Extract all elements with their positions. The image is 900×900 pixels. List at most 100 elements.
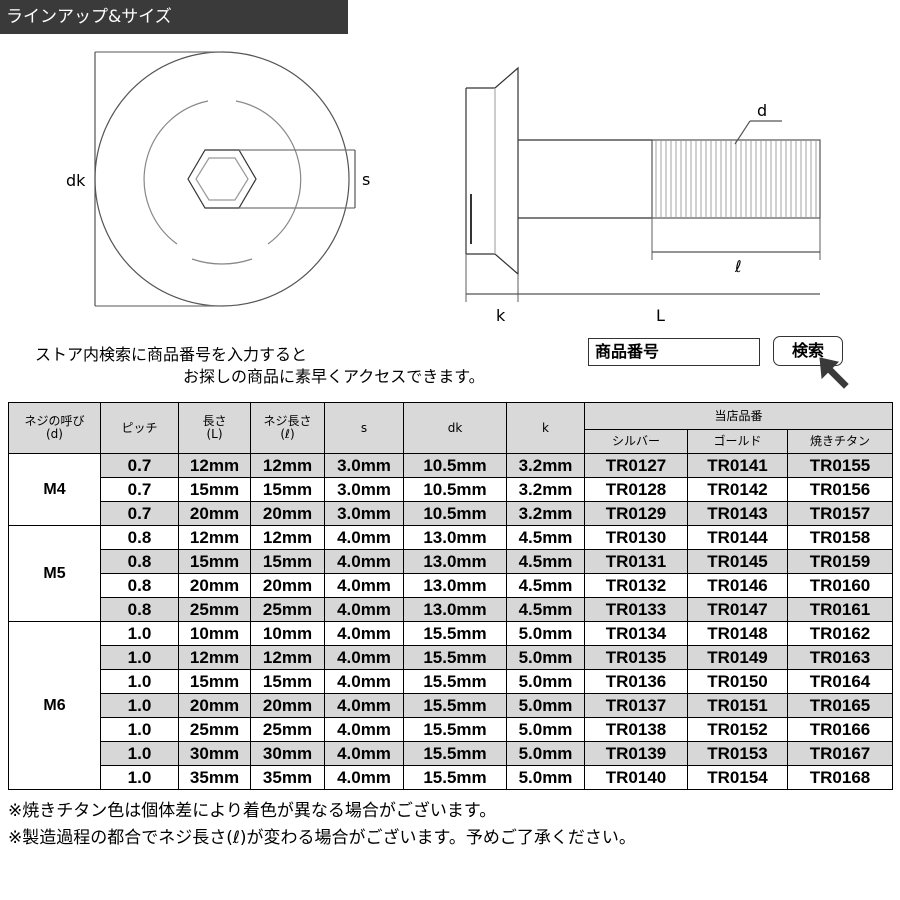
- spec-cell: 4.0mm: [324, 645, 404, 670]
- cursor-arrow-icon: [819, 357, 849, 389]
- spec-cell: 25mm: [178, 717, 251, 742]
- header-nominal: ネジの呼び(d): [8, 402, 101, 454]
- spec-cell: 5.0mm: [506, 717, 585, 742]
- label-d: d: [757, 101, 767, 120]
- header-dk: dk: [403, 402, 507, 454]
- product-number-search-input[interactable]: 商品番号: [588, 338, 760, 366]
- spec-cell: 0.7: [100, 501, 179, 526]
- spec-cell: 0.7: [100, 477, 179, 502]
- spec-cell: 15.5mm: [403, 717, 507, 742]
- spec-cell: 1.0: [100, 765, 179, 790]
- spec-cell: 13.0mm: [403, 525, 507, 550]
- product-number-cell: TR0151: [687, 693, 788, 718]
- spec-cell: 25mm: [250, 597, 325, 622]
- product-number-cell: TR0150: [687, 669, 788, 694]
- spec-cell: 35mm: [250, 765, 325, 790]
- spec-cell: 3.2mm: [506, 477, 585, 502]
- spec-cell: 10.5mm: [403, 477, 507, 502]
- spec-cell: 15mm: [178, 549, 251, 574]
- spec-cell: 1.0: [100, 645, 179, 670]
- product-number-cell: TR0146: [687, 573, 788, 598]
- label-l: ℓ: [734, 257, 742, 276]
- header-k: k: [506, 402, 585, 454]
- label-L: L: [656, 306, 665, 325]
- product-number-cell: TR0130: [584, 525, 688, 550]
- bolt-head-outer-circle: [94, 51, 350, 307]
- spec-cell: 15mm: [178, 669, 251, 694]
- spec-cell: 15.5mm: [403, 645, 507, 670]
- product-number-cell: TR0128: [584, 477, 688, 502]
- search-hint: ストア内検索に商品番号を入力すると お探しの商品に素早くアクセスできます。: [35, 344, 485, 388]
- spec-cell: 12mm: [250, 453, 325, 478]
- spec-cell: 4.5mm: [506, 573, 585, 598]
- spec-cell: 25mm: [178, 597, 251, 622]
- spec-cell: 15mm: [250, 549, 325, 574]
- section-title: ラインアップ&サイズ: [0, 0, 348, 34]
- label-dk: dk: [66, 171, 86, 190]
- spec-cell: 1.0: [100, 621, 179, 646]
- label-s: s: [362, 170, 370, 189]
- spec-cell: 15.5mm: [403, 765, 507, 790]
- spec-cell: 30mm: [250, 741, 325, 766]
- notes: ※焼きチタン色は個体差により着色が異なる場合がございます。 ※製造過程の都合でネ…: [8, 798, 636, 852]
- product-number-cell: TR0132: [584, 573, 688, 598]
- product-number-cell: TR0159: [786, 549, 894, 574]
- product-number-cell: TR0155: [786, 453, 894, 478]
- spec-cell: 15.5mm: [403, 693, 507, 718]
- spec-cell: 4.0mm: [324, 549, 404, 574]
- spec-cell: 5.0mm: [506, 765, 585, 790]
- nominal-size-cell: M6: [8, 621, 101, 790]
- spec-cell: 4.5mm: [506, 525, 585, 550]
- product-number-cell: TR0149: [687, 645, 788, 670]
- spec-cell: 20mm: [178, 693, 251, 718]
- product-number-cell: TR0168: [786, 765, 894, 790]
- product-number-cell: TR0164: [786, 669, 894, 694]
- product-number-cell: TR0160: [786, 573, 894, 598]
- search-hint-line2: お探しの商品に素早くアクセスできます。: [183, 367, 485, 386]
- spec-cell: 3.0mm: [324, 477, 404, 502]
- product-number-cell: TR0129: [584, 501, 688, 526]
- spec-cell: 5.0mm: [506, 669, 585, 694]
- spec-cell: 25mm: [250, 717, 325, 742]
- spec-cell: 13.0mm: [403, 573, 507, 598]
- spec-cell: 5.0mm: [506, 645, 585, 670]
- product-number-cell: TR0161: [786, 597, 894, 622]
- header-pitch: ピッチ: [100, 402, 179, 454]
- spec-cell: 0.7: [100, 453, 179, 478]
- spec-cell: 15.5mm: [403, 669, 507, 694]
- spec-cell: 0.8: [100, 525, 179, 550]
- product-number-cell: TR0137: [584, 693, 688, 718]
- product-number-cell: TR0138: [584, 717, 688, 742]
- product-number-cell: TR0163: [786, 645, 894, 670]
- spec-cell: 12mm: [178, 645, 251, 670]
- spec-cell: 10.5mm: [403, 453, 507, 478]
- spec-cell: 3.0mm: [324, 501, 404, 526]
- spec-cell: 3.2mm: [506, 453, 585, 478]
- product-number-cell: TR0131: [584, 549, 688, 574]
- search-hint-line1: ストア内検索に商品番号を入力すると: [35, 345, 308, 364]
- spec-cell: 15.5mm: [403, 741, 507, 766]
- header-store-number: 当店品番: [583, 402, 894, 430]
- product-number-cell: TR0148: [687, 621, 788, 646]
- spec-cell: 12mm: [178, 453, 251, 478]
- header-gold: ゴールド: [687, 429, 788, 454]
- spec-table: ネジの呼び(d) ピッチ 長さ(L) ネジ長さ(ℓ) s dk k 当店品番 シ…: [8, 402, 894, 790]
- spec-cell: 4.0mm: [324, 525, 404, 550]
- nominal-size-cell: M5: [8, 525, 101, 622]
- spec-cell: 1.0: [100, 693, 179, 718]
- nominal-size-cell: M4: [8, 453, 101, 526]
- bolt-head-side: [466, 66, 519, 276]
- spec-cell: 4.0mm: [324, 621, 404, 646]
- product-number-cell: TR0134: [584, 621, 688, 646]
- spec-cell: 3.2mm: [506, 501, 585, 526]
